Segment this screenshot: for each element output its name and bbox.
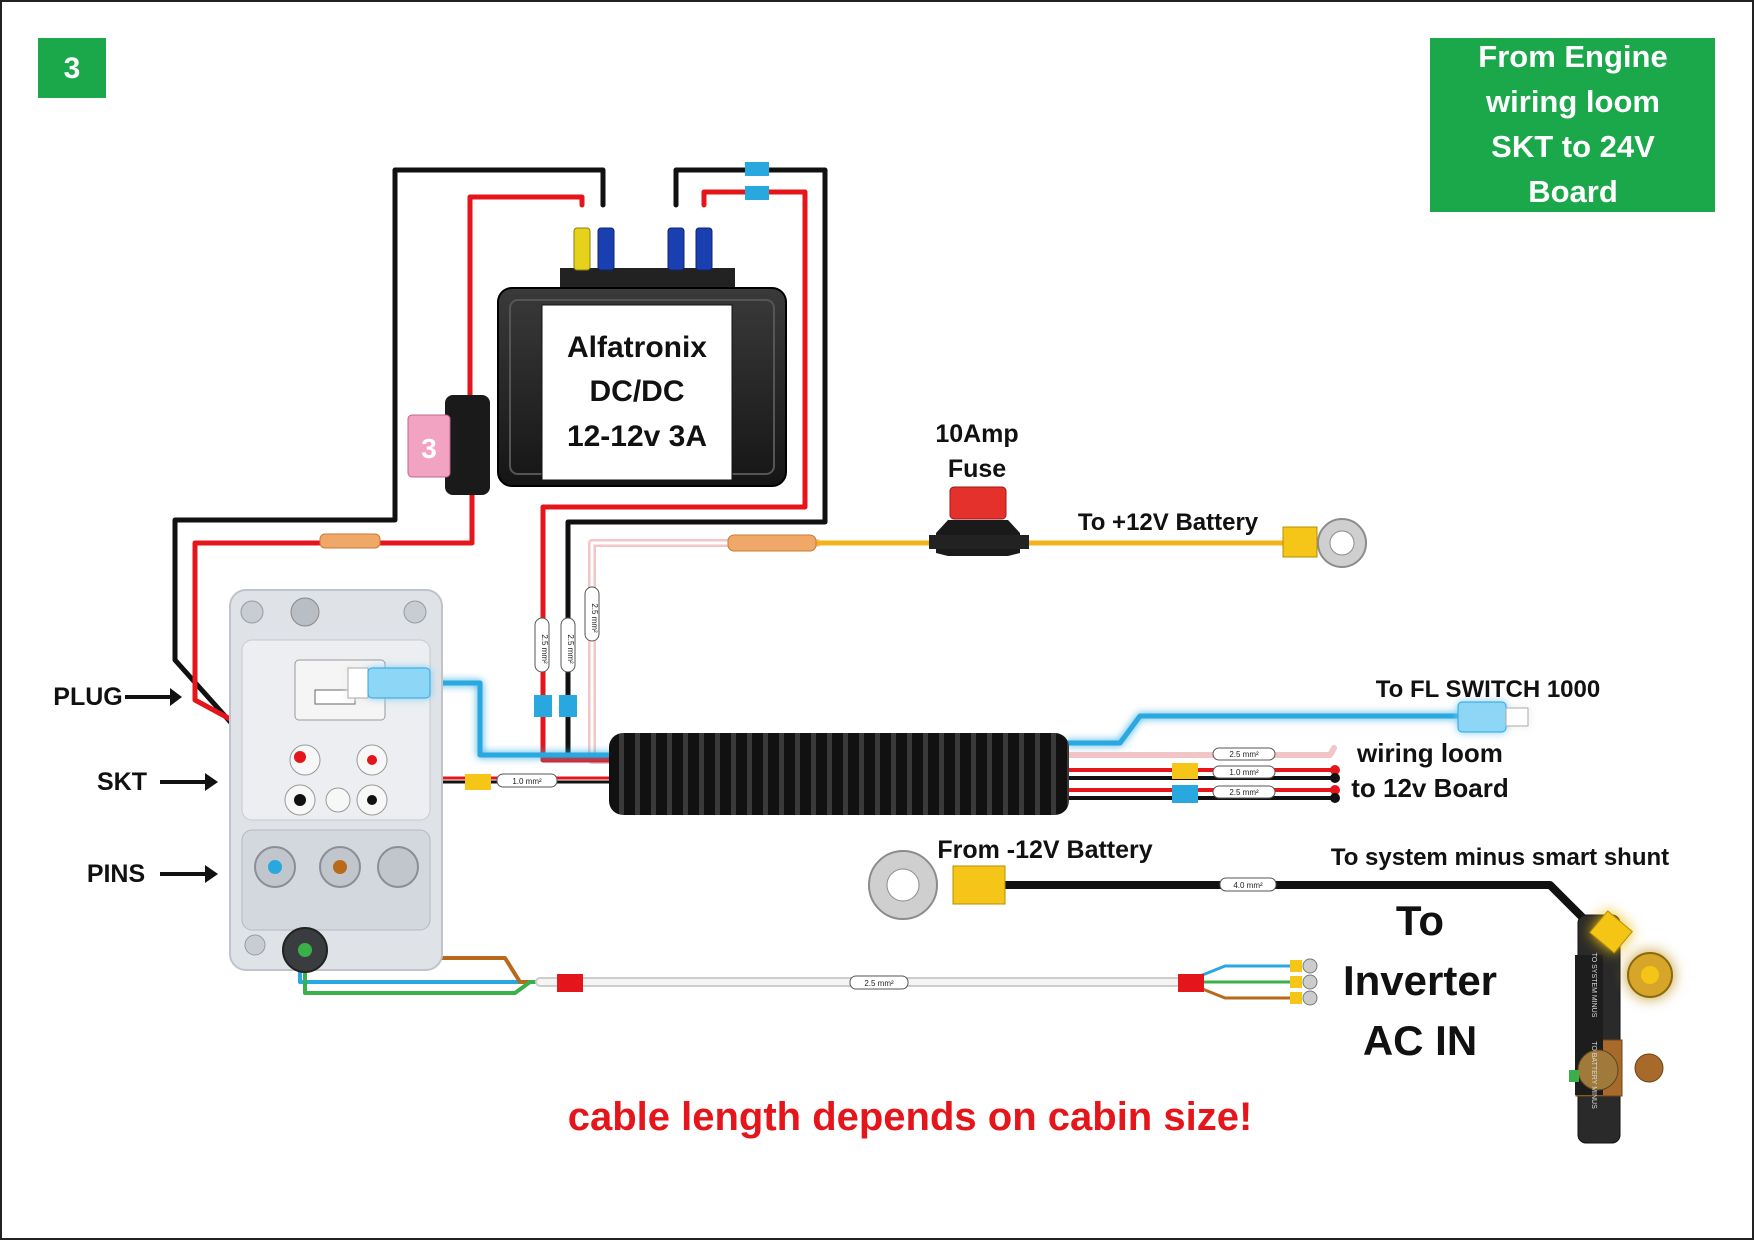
label-from-minus12: From -12V Battery [937,836,1152,864]
red-wire-dcdc-fuse [467,194,585,401]
title-box: From Engine wiring loom SKT to 24V Board [1430,38,1715,212]
inline-fuse-holder: 3 [407,395,490,495]
loom-tag-c: 2.5 mm² [1229,788,1259,797]
title-line-1: From Engine [1478,39,1667,74]
dcdc-line-1: Alfatronix [567,331,707,364]
title-line-3: SKT to 24V [1491,129,1655,164]
footer-note: cable length depends on cabin size! [568,1095,1253,1139]
heatshrink-right [727,534,817,552]
vtag-1: 2.5 mm² [540,634,549,664]
loom-tag-a: 2.5 mm² [1229,750,1259,759]
arrow-skt-head [205,773,218,791]
label-inverter-line-2: Inverter [1343,957,1497,1004]
plus12-ring-terminal [1282,518,1367,568]
page-number-badge: 3 [38,38,106,98]
side-labels: PLUG SKT PINS [53,683,218,888]
page-number: 3 [64,52,81,85]
smart-shunt: TO SYSTEM MINUS TO BATTERY MINUS [1569,910,1673,1144]
label-to-fl-switch: To FL SWITCH 1000 [1376,676,1600,703]
skt-wire-tag [496,773,558,788]
fuse-10a: 10Amp Fuse [929,420,1029,556]
label-plug: PLUG [53,683,122,711]
fuse10-line-2: Fuse [948,455,1006,483]
dcdc-converter: Alfatronix DC/DC 12-12v 3A [497,227,787,487]
blue-signal-wire-in [427,680,615,758]
loom-pink-out [1065,745,1337,758]
splice-marker-top-2 [745,186,769,200]
loom-tag-b: 1.0 mm² [1229,768,1259,777]
label-skt: SKT [97,768,147,796]
heatshrink-left [319,533,381,549]
dcdc-line-3: 12-12v 3A [567,420,707,453]
label-inverter-line-3: AC IN [1363,1017,1477,1064]
title-line-4: Board [1528,174,1618,209]
dcdc-line-2: DC/DC [590,375,685,408]
label-to-shunt: To system minus smart shunt [1331,844,1669,871]
arrow-plug-head [170,688,182,706]
vertical-wire-tags: 2.5 mm² 2.5 mm² 2.5 mm² [534,586,600,673]
vtag-2: 2.5 mm² [566,634,575,664]
red-wire-dcdc-right [540,189,808,763]
shunt-label-bottom: TO BATTERY MINUS [1590,1041,1597,1109]
minus12-ring-terminal [868,850,1006,920]
fl-switch-plug [1457,701,1529,733]
shunt-label-top: TO SYSTEM MINUS [1590,953,1597,1018]
wires [172,167,1609,1000]
neg-wire-tag-text: 4.0 mm² [1233,881,1263,890]
ac-wire-tag [849,975,909,990]
label-loom-line-2: to 12v Board [1351,773,1509,803]
arrow-pins-head [205,865,218,883]
socket-assembly [229,589,443,973]
splice-marker-v1 [534,695,552,717]
loom-output-tags: 2.5 mm² 1.0 mm² 2.5 mm² [1172,747,1340,803]
splice-marker-top-1 [745,162,769,176]
splice-marker-v2 [559,695,577,717]
fuse10-line-1: 10Amp [935,420,1018,448]
black-wire-dcdc-left [172,167,606,803]
ac-wire-tag-text: 2.5 mm² [864,979,894,988]
vtag-3: 2.5 mm² [590,603,599,633]
mini-fuse-value: 3 [421,433,437,464]
label-pins: PINS [87,860,145,888]
label-loom-line-1: wiring loom [1356,738,1503,768]
label-inverter-line-1: To [1396,897,1444,944]
ac-splice-left [557,974,583,992]
label-to-plus12: To +12V Battery [1078,509,1259,536]
title-line-2: wiring loom [1485,84,1660,119]
neg-wire-tag [1219,877,1277,892]
ac-splice-right [1178,974,1204,992]
skt-wire-tag-text: 1.0 mm² [512,777,542,786]
skt-yellow-marker [465,774,491,790]
corrugated-loom [609,733,1069,815]
ac-ring-terminals [1290,958,1318,1006]
blue-signal-wire-out [1065,713,1463,746]
rj-plug [347,667,431,699]
spade-connectors [573,227,713,271]
